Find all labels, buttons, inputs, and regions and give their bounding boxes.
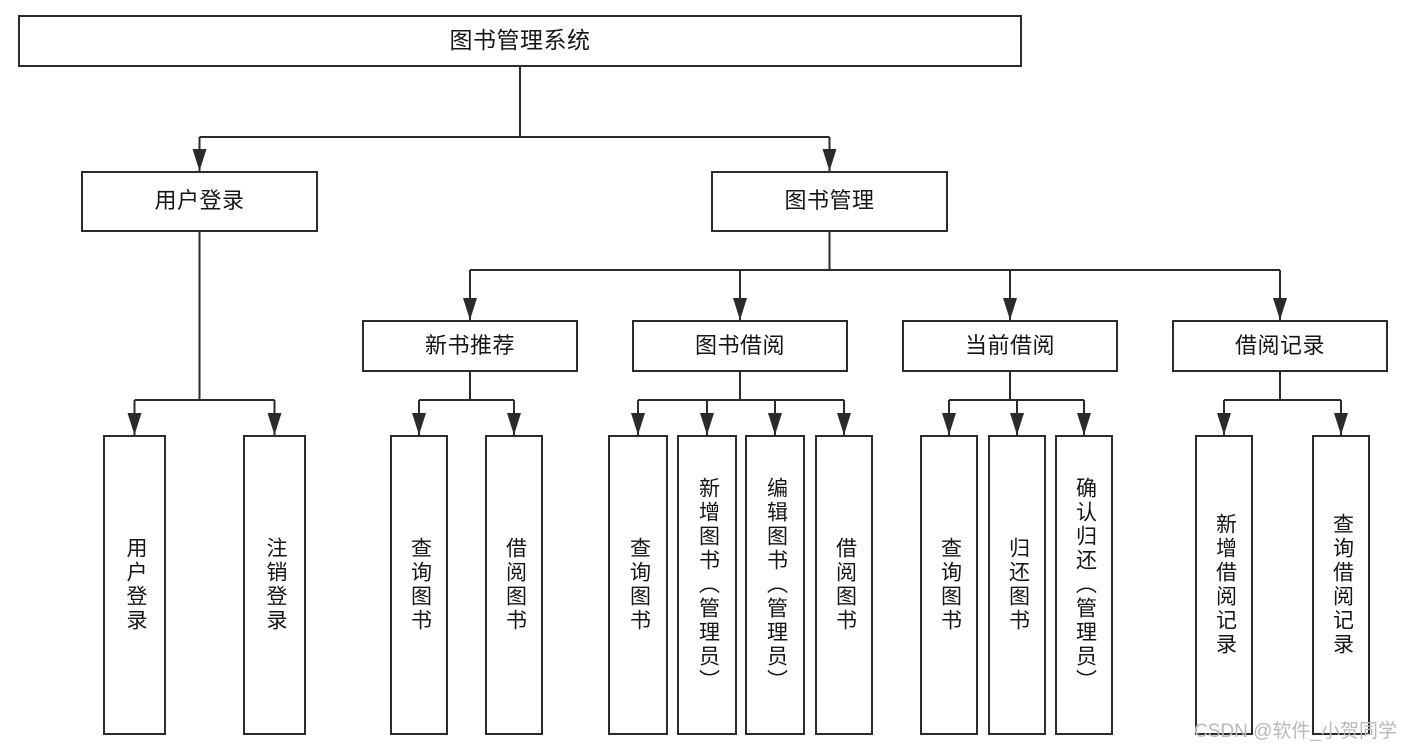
node-user-login[interactable]: 用户登录	[81, 171, 318, 232]
node-label-leaf-add-book: 新增图书（管理员）	[696, 477, 720, 693]
arrowhead-icon-leaf-borrow-book-2	[837, 413, 851, 435]
node-leaf-borrow-book-2[interactable]: 借阅图书	[815, 435, 873, 735]
node-root[interactable]: 图书管理系统	[18, 15, 1022, 67]
arrowhead-icon-leaf-logout	[267, 413, 282, 435]
node-label-leaf-query-book-3: 查询图书	[938, 537, 962, 633]
node-leaf-query-book-3[interactable]: 查询图书	[920, 435, 978, 735]
node-leaf-query-book-2[interactable]: 查询图书	[608, 435, 668, 735]
node-label-book-borrow: 图书借阅	[694, 332, 785, 358]
node-borrow-record[interactable]: 借阅记录	[1172, 320, 1388, 372]
arrowhead-icon-leaf-edit-book	[768, 413, 782, 435]
arrowhead-icon-leaf-query-book-3	[942, 413, 956, 435]
arrowhead-icon-new-book-recommend	[463, 298, 477, 320]
arrowhead-icon-leaf-add-book	[700, 413, 714, 435]
node-label-leaf-add-record: 新增借阅记录	[1213, 513, 1237, 657]
node-leaf-borrow-book-1[interactable]: 借阅图书	[485, 435, 543, 735]
node-label-book-manage: 图书管理	[784, 188, 875, 214]
node-label-leaf-user-login: 用户登录	[123, 537, 147, 633]
arrowhead-icon-leaf-return-book	[1010, 413, 1024, 435]
node-label-new-book-recommend: 新书推荐	[424, 332, 515, 358]
node-label-leaf-return-book: 归还图书	[1006, 537, 1030, 633]
arrowhead-icon-leaf-query-record	[1334, 413, 1348, 435]
node-leaf-confirm-return[interactable]: 确认归还（管理员）	[1055, 435, 1113, 735]
node-leaf-add-record[interactable]: 新增借阅记录	[1195, 435, 1253, 735]
arrowhead-icon-leaf-user-login	[127, 413, 142, 435]
node-leaf-query-record[interactable]: 查询借阅记录	[1312, 435, 1370, 735]
arrowhead-icon-leaf-add-record	[1217, 413, 1231, 435]
node-leaf-user-login[interactable]: 用户登录	[103, 435, 166, 735]
node-book-manage[interactable]: 图书管理	[711, 171, 948, 232]
arrowhead-icon-book-borrow	[733, 298, 747, 320]
node-label-current-borrow: 当前借阅	[964, 332, 1055, 358]
node-label-root: 图书管理系统	[449, 27, 591, 54]
node-label-leaf-edit-book: 编辑图书（管理员）	[764, 477, 788, 693]
node-new-book-recommend[interactable]: 新书推荐	[362, 320, 578, 372]
node-leaf-return-book[interactable]: 归还图书	[988, 435, 1046, 735]
arrowhead-icon-borrow-record	[1273, 298, 1287, 320]
arrowhead-icon-book-manage	[822, 149, 837, 171]
node-label-leaf-confirm-return: 确认归还（管理员）	[1073, 477, 1097, 693]
arrowhead-icon-current-borrow	[1003, 298, 1017, 320]
arrowhead-icon-leaf-query-book-1	[412, 413, 426, 435]
node-label-user-login: 用户登录	[154, 188, 245, 214]
arrowhead-icon-user-login	[192, 149, 207, 171]
node-leaf-edit-book[interactable]: 编辑图书（管理员）	[745, 435, 805, 735]
node-label-borrow-record: 借阅记录	[1234, 332, 1325, 358]
node-leaf-add-book[interactable]: 新增图书（管理员）	[677, 435, 737, 735]
node-label-leaf-query-record: 查询借阅记录	[1330, 513, 1354, 657]
node-label-leaf-query-book-1: 查询图书	[408, 537, 432, 633]
arrowhead-icon-leaf-query-book-2	[631, 413, 645, 435]
node-leaf-query-book-1[interactable]: 查询图书	[390, 435, 448, 735]
arrowhead-icon-leaf-borrow-book-1	[507, 413, 521, 435]
watermark: CSDN @软件_小贺同学	[1194, 721, 1397, 742]
node-label-leaf-query-book-2: 查询图书	[627, 537, 651, 633]
node-current-borrow[interactable]: 当前借阅	[902, 320, 1118, 372]
node-book-borrow[interactable]: 图书借阅	[632, 320, 848, 372]
arrowhead-icon-leaf-confirm-return	[1077, 413, 1091, 435]
node-label-leaf-borrow-book-1: 借阅图书	[503, 537, 527, 633]
node-leaf-logout[interactable]: 注销登录	[243, 435, 306, 735]
node-label-leaf-logout: 注销登录	[263, 537, 287, 633]
node-label-leaf-borrow-book-2: 借阅图书	[833, 537, 857, 633]
